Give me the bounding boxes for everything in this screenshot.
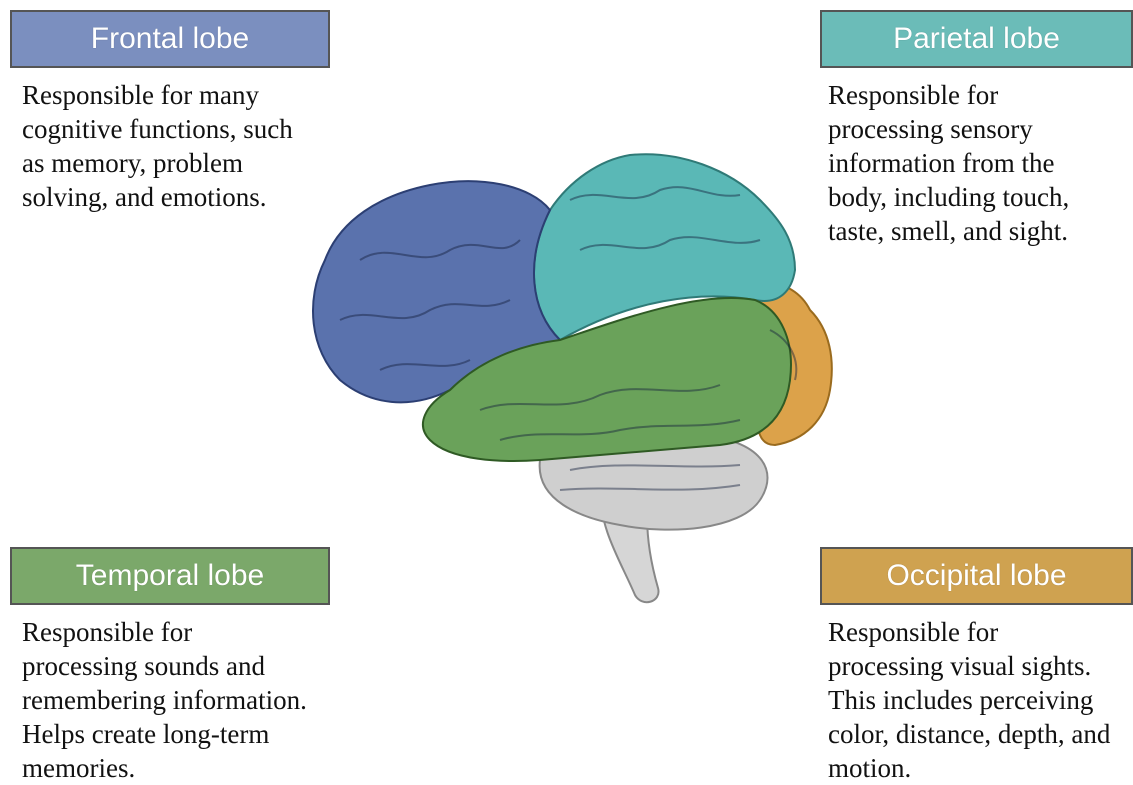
occipital-lobe-title: Occipital lobe	[886, 559, 1067, 592]
occipital-lobe-header: Occipital lobe	[820, 547, 1133, 605]
temporal-desc-line: Responsible for	[22, 617, 193, 647]
temporal-lobe-title: Temporal lobe	[75, 559, 265, 592]
parietal-desc-line: taste, smell, and sight.	[828, 216, 1068, 246]
parietal-lobe-description: Responsible for processing sensory infor…	[828, 78, 1128, 248]
temporal-lobe-header: Temporal lobe	[10, 547, 330, 605]
frontal-lobe-title: Frontal lobe	[90, 22, 250, 55]
occipital-lobe-description: Responsible for processing visual sights…	[828, 615, 1128, 785]
gyri-lines	[339, 186, 798, 491]
parietal-desc-line: body, including touch,	[828, 182, 1070, 212]
frontal-desc-line: cognitive functions, such	[22, 114, 293, 144]
temporal-lobe-description: Responsible for processing sounds and re…	[22, 615, 332, 785]
temporal-desc-line: memories.	[22, 753, 136, 783]
parietal-desc-line: processing sensory	[828, 114, 1033, 144]
parietal-desc-line: information from the	[828, 148, 1055, 178]
frontal-desc-line: Responsible for many	[22, 80, 259, 110]
occipital-desc-line: motion.	[828, 753, 912, 783]
occipital-desc-line: Responsible for	[828, 617, 999, 647]
parietal-lobe-header: Parietal lobe	[820, 10, 1133, 68]
occipital-desc-line: color, distance, depth, and	[828, 719, 1111, 749]
parietal-desc-line: Responsible for	[828, 80, 999, 110]
frontal-desc-line: solving, and emotions.	[22, 182, 267, 212]
occipital-desc-line: This includes perceiving	[828, 685, 1094, 715]
parietal-lobe-title: Parietal lobe	[893, 22, 1060, 55]
frontal-desc-line: as memory, problem	[22, 148, 243, 178]
frontal-lobe-header: Frontal lobe	[10, 10, 330, 68]
occipital-desc-line: processing visual sights.	[828, 651, 1092, 681]
temporal-desc-line: Helps create long-term	[22, 719, 270, 749]
temporal-desc-line: remembering information.	[22, 685, 307, 715]
frontal-lobe-description: Responsible for many cognitive functions…	[22, 78, 332, 214]
brain-illustration	[312, 153, 833, 604]
temporal-desc-line: processing sounds and	[22, 651, 265, 681]
temporal-lobe	[421, 297, 792, 462]
